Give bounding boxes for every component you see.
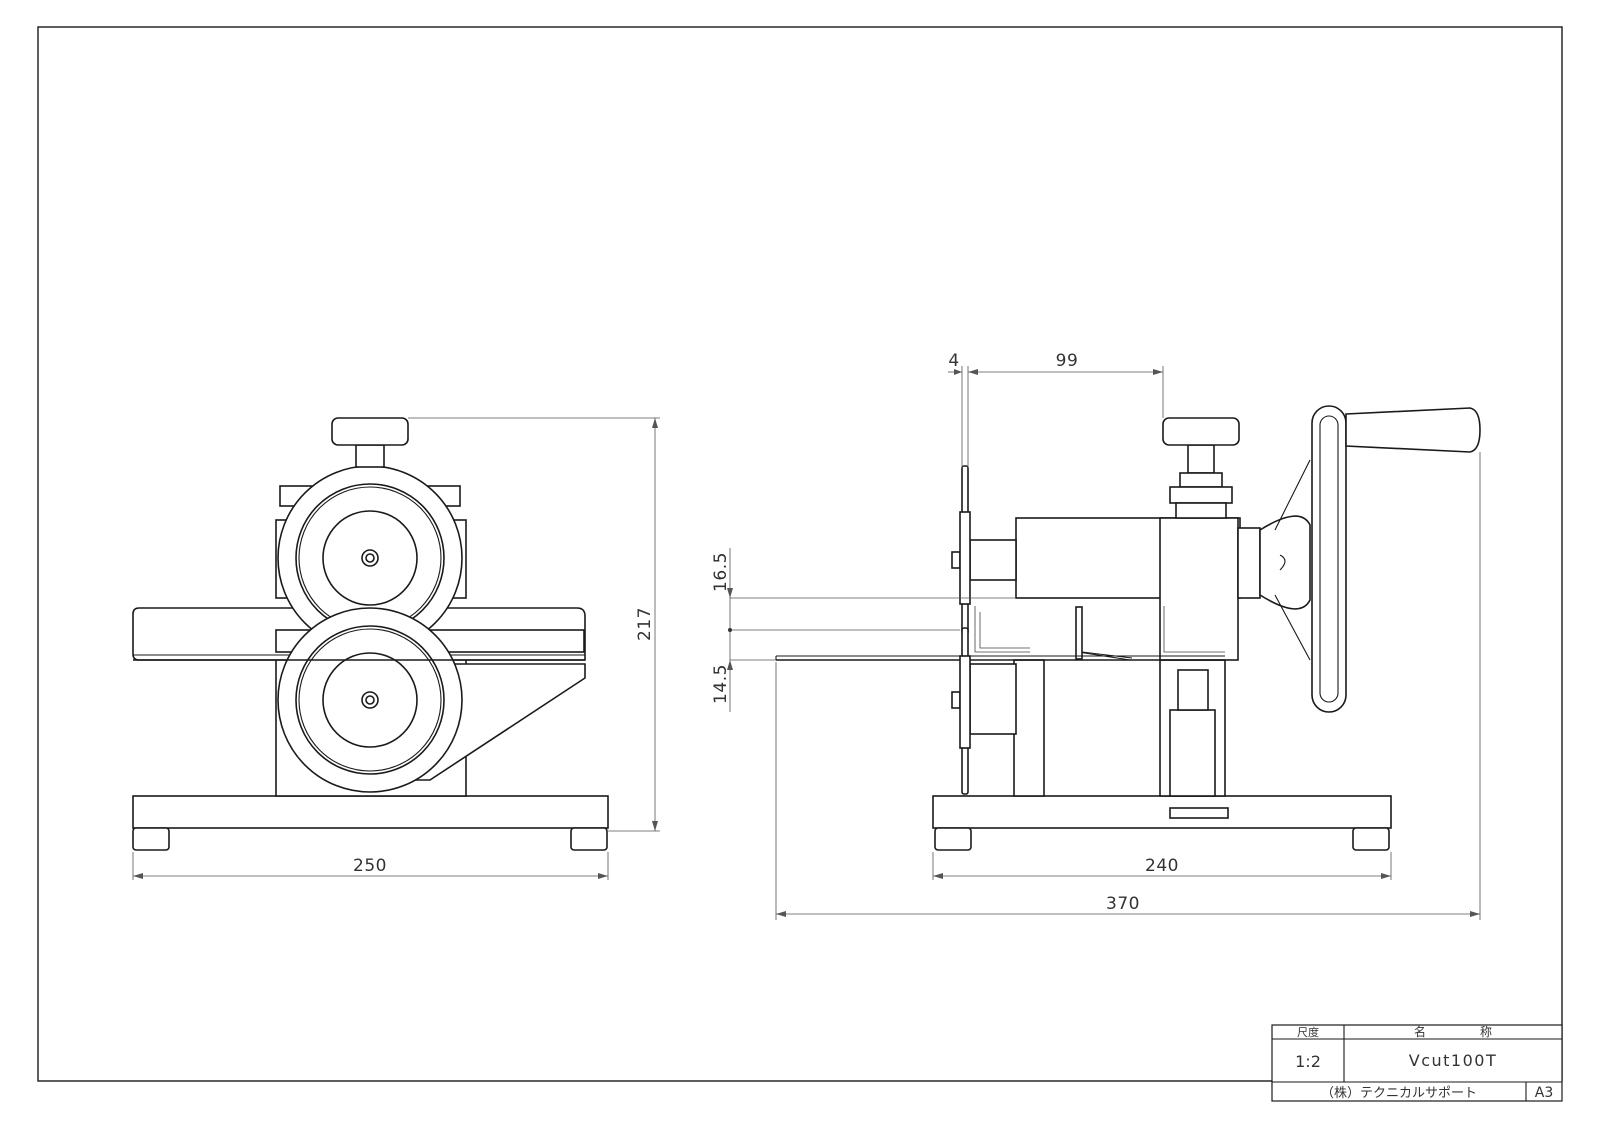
side-foot-right bbox=[1352, 827, 1390, 851]
title-block: 尺度 名 称 1:2 Vcut100T （株）テクニカルサポート A3 bbox=[1271, 1024, 1563, 1102]
side-dimensions: 240 370 4 99 16.5 14.5 bbox=[711, 351, 1481, 920]
dim-side-base: 240 bbox=[1145, 856, 1179, 876]
dim-blade-thickness: 4 bbox=[948, 351, 959, 371]
sheet-border bbox=[37, 26, 1563, 1082]
scale-label: 尺度 bbox=[1297, 1025, 1319, 1039]
dim-blade-to-body: 99 bbox=[1056, 351, 1079, 371]
side-crank-handle bbox=[1345, 407, 1481, 453]
side-lower-column bbox=[1013, 659, 1045, 797]
sheet-size: A3 bbox=[1535, 1085, 1553, 1101]
scale-value: 1:2 bbox=[1295, 1052, 1321, 1071]
name-label-2: 称 bbox=[1480, 1025, 1492, 1039]
front-base-plate bbox=[132, 795, 609, 829]
front-foot-right bbox=[570, 827, 608, 851]
dim-upper-gap: 16.5 bbox=[711, 552, 731, 592]
dim-lower-gap: 14.5 bbox=[711, 664, 731, 704]
side-adjust-knob bbox=[1162, 417, 1240, 446]
side-upper-shaft bbox=[969, 539, 1017, 581]
front-view bbox=[132, 417, 609, 851]
side-foot-left bbox=[934, 827, 972, 851]
front-lower-roller-outer bbox=[277, 607, 463, 793]
company-name: （株）テクニカルサポート bbox=[1321, 1086, 1477, 1101]
side-knob-stem bbox=[1187, 444, 1215, 474]
name-label-1: 名 bbox=[1414, 1024, 1426, 1039]
dim-front-width: 250 bbox=[353, 856, 387, 876]
side-view bbox=[775, 405, 1481, 851]
front-dimensions: 250 217 bbox=[132, 417, 660, 880]
front-adjust-knob bbox=[331, 417, 409, 446]
dim-front-height: 217 bbox=[635, 607, 655, 641]
front-foot-left bbox=[132, 827, 170, 851]
dim-side-overall: 370 bbox=[1106, 894, 1140, 914]
side-crank-wheel bbox=[1311, 405, 1347, 713]
model-name: Vcut100T bbox=[1409, 1051, 1497, 1070]
front-knob-stem bbox=[355, 444, 385, 468]
side-base-plate bbox=[932, 795, 1392, 829]
